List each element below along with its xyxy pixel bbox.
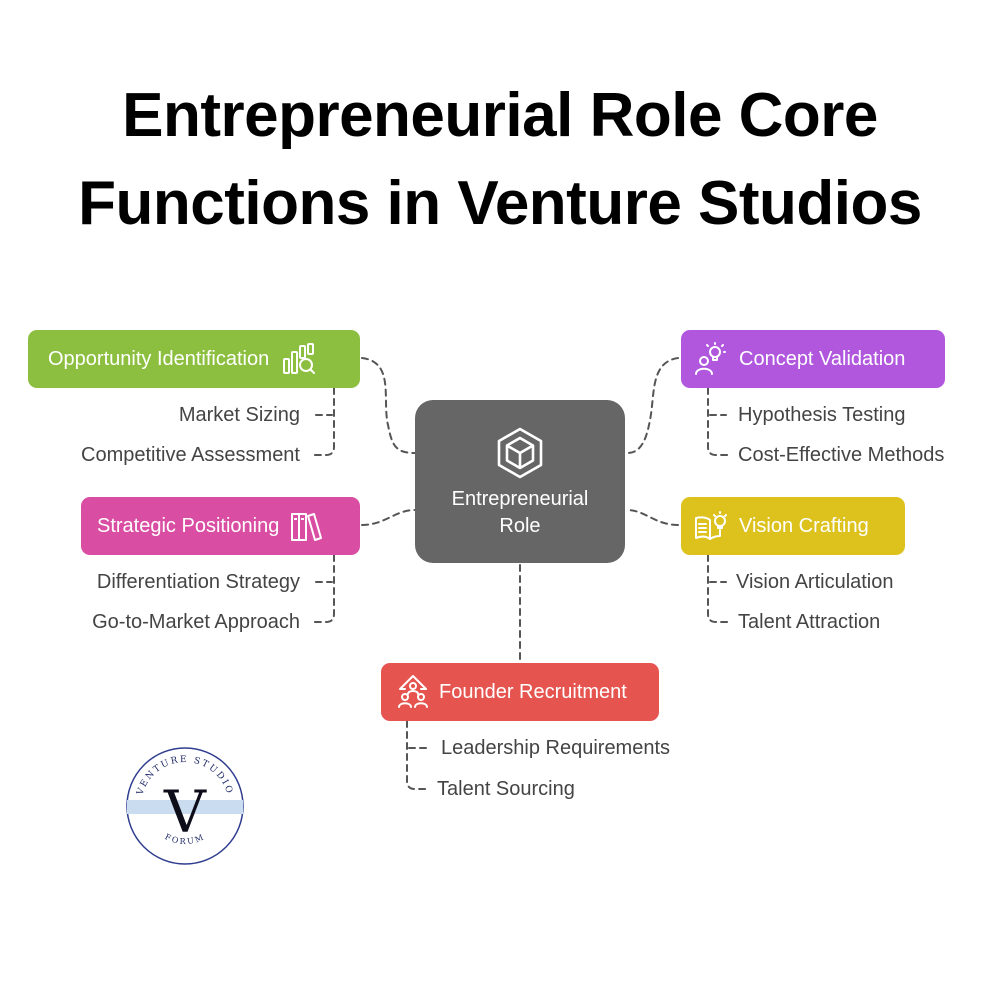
connector-opportunity — [361, 357, 416, 454]
leaf-talent-attraction: Talent Attraction — [738, 611, 881, 633]
connector-founder-items — [406, 720, 428, 790]
connector-strat-items — [313, 554, 335, 623]
page-title: Entrepreneurial Role Core Functions in V… — [0, 72, 1000, 248]
connector-concept-items — [707, 387, 729, 456]
cube-icon — [495, 426, 545, 485]
leaf-talent-sourcing: Talent Sourcing — [437, 778, 575, 800]
leaf-differentiation-strategy: Differentiation Strategy — [96, 571, 300, 593]
connector-vision — [626, 509, 679, 526]
node-label: Founder Recruitment — [439, 680, 627, 703]
leaf-cost-effective-methods: Cost-Effective Methods — [738, 444, 945, 466]
leaf-hypothesis-testing: Hypothesis Testing — [738, 404, 906, 426]
node-label: Vision Crafting — [739, 514, 869, 537]
node-opportunity-identification[interactable]: Opportunity Identification — [28, 330, 360, 388]
connector-concept — [626, 357, 679, 454]
node-vision-crafting[interactable]: Vision Crafting — [681, 497, 905, 555]
leaf-vision-articulation: Vision Articulation — [736, 571, 894, 593]
title-line-1: Entrepreneurial Role Core — [122, 81, 878, 150]
connector-strategic — [361, 509, 416, 526]
node-label: Strategic Positioning — [97, 514, 280, 537]
logo-letter: V — [163, 778, 207, 846]
center-node-entrepreneurial-role[interactable]: Entrepreneurial Role — [415, 400, 625, 563]
chart-magnifier-icon — [281, 341, 317, 377]
open-book-bulb-icon — [693, 508, 729, 544]
connector-opp-items — [313, 387, 335, 456]
center-label: Entrepreneurial Role — [415, 486, 625, 540]
node-label: Concept Validation — [739, 347, 906, 370]
books-icon — [289, 508, 325, 544]
center-label-line-2: Role — [499, 515, 541, 537]
leaf-leadership-requirements: Leadership Requirements — [441, 737, 671, 759]
leaf-go-to-market-approach: Go-to-Market Approach — [92, 611, 300, 633]
center-label-line-1: Entrepreneurial — [451, 488, 589, 510]
node-label: Opportunity Identification — [48, 347, 270, 370]
lightbulb-person-icon — [693, 341, 729, 377]
connector-vision-items — [707, 554, 729, 623]
leaf-competitive-assessment: Competitive Assessment — [81, 444, 300, 466]
title-line-2: Functions in Venture Studios — [78, 169, 922, 238]
node-strategic-positioning[interactable]: Strategic Positioning — [81, 497, 360, 555]
venture-studio-forum-logo: VENTURE STUDIO V FORUM — [126, 747, 244, 865]
node-founder-recruitment[interactable]: Founder Recruitment — [381, 663, 659, 721]
people-pyramid-icon — [395, 674, 431, 710]
node-concept-validation[interactable]: Concept Validation — [681, 330, 945, 388]
leaf-market-sizing: Market Sizing — [178, 404, 300, 426]
